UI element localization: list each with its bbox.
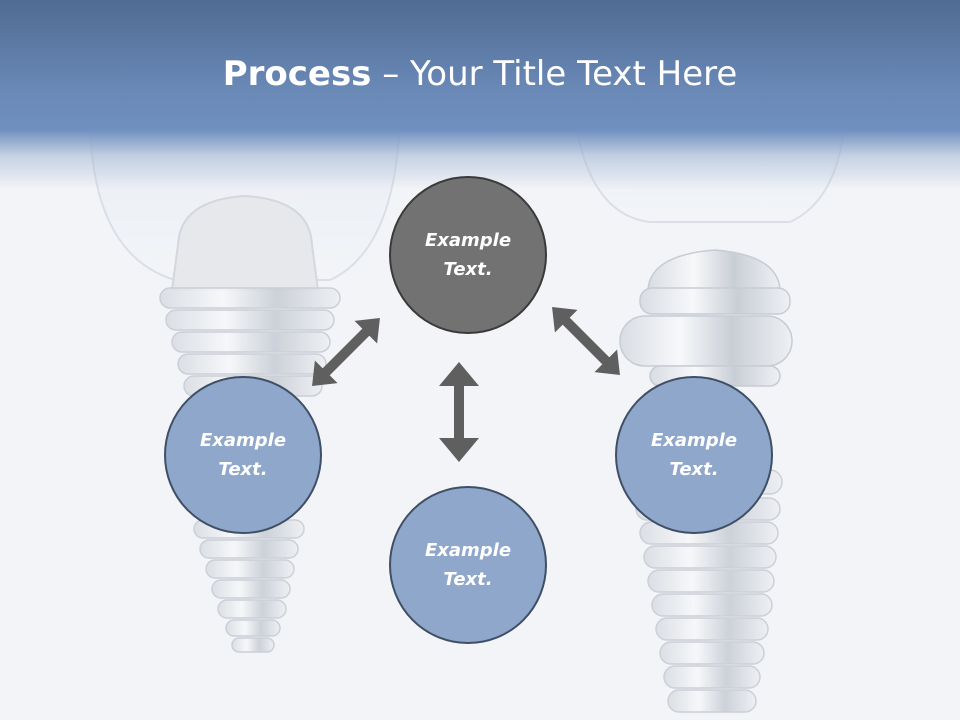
double-arrow-left: [312, 318, 380, 386]
circle-bottom-line2: Text.: [443, 569, 493, 590]
process-circle-right: Example Text.: [615, 376, 773, 534]
circle-left-line2: Text.: [218, 459, 268, 480]
double-arrow-vertical: [439, 362, 479, 462]
circle-top-line1: Example: [424, 230, 512, 251]
slide-title: Process – Your Title Text Here: [0, 52, 960, 96]
process-circle-bottom: Example Text.: [389, 486, 547, 644]
title-bold: Process: [222, 54, 372, 94]
circle-right-line1: Example: [650, 430, 738, 451]
circle-top-line2: Text.: [443, 259, 493, 280]
circle-bottom-line1: Example: [424, 540, 512, 561]
header-band: [0, 0, 960, 190]
circle-right-line2: Text.: [669, 459, 719, 480]
process-circle-left: Example Text.: [164, 376, 322, 534]
process-circle-top: Example Text.: [389, 176, 547, 334]
double-arrow-right: [552, 307, 620, 375]
circle-left-line1: Example: [199, 430, 287, 451]
title-rest: – Your Title Text Here: [371, 54, 738, 94]
